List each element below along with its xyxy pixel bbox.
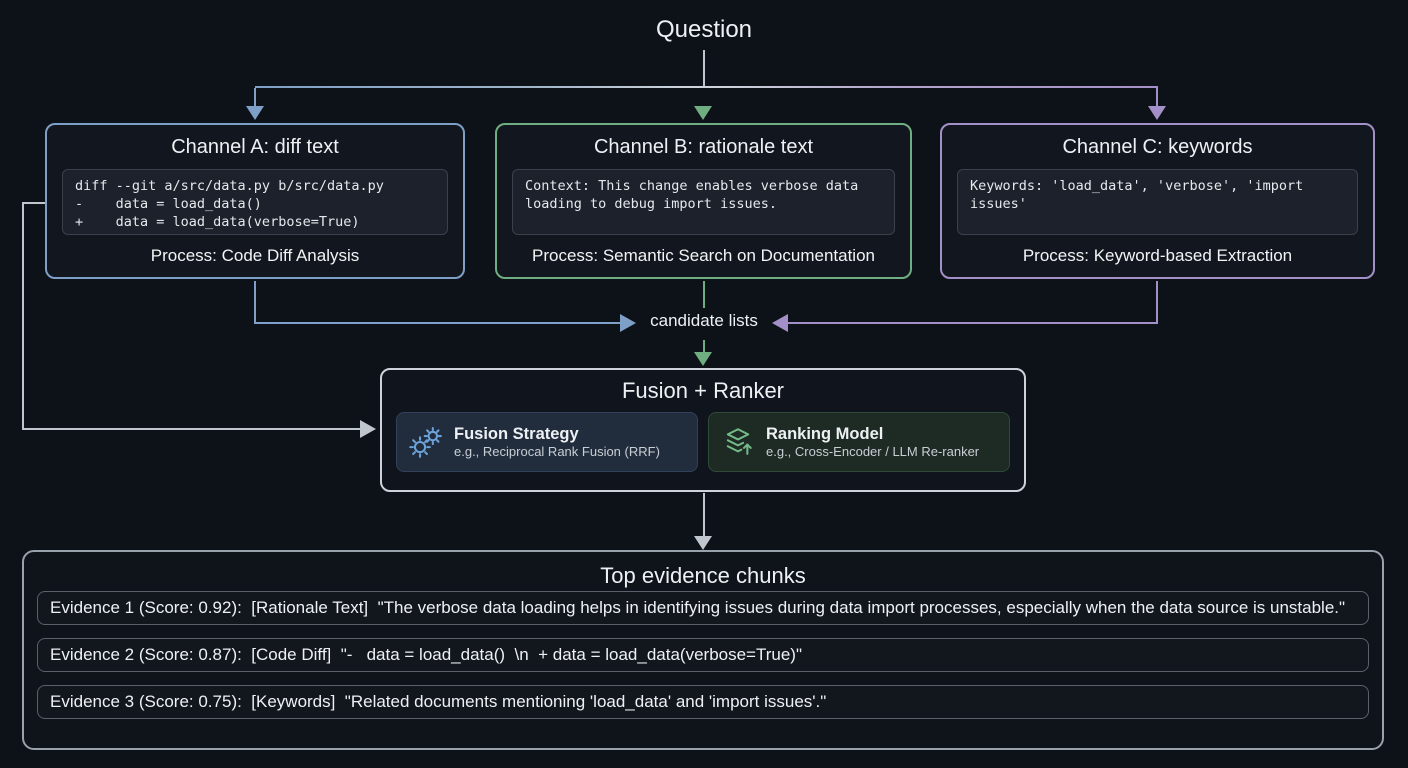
ranking-model-subtitle: e.g., Cross-Encoder / LLM Re-ranker (766, 444, 980, 460)
question-stem-line (703, 50, 705, 88)
channel-c-title: Channel C: keywords (1062, 136, 1253, 158)
evidence-box: Top evidence chunks Evidence 1 (Score: 0… (22, 550, 1384, 750)
branch-line (255, 86, 1158, 88)
arrow-right-fusion-icon (360, 420, 376, 438)
channel-a-out-line (254, 281, 256, 323)
channel-c-out-line (1156, 281, 1158, 323)
evidence-row-2: Evidence 2 (Score: 0.87): [Code Diff] "-… (37, 638, 1369, 672)
channel-b-title: Channel B: rationale text (593, 136, 814, 158)
channel-b-process: Process: Semantic Search on Documentatio… (531, 246, 875, 265)
evidence-title: Top evidence chunks (600, 563, 806, 588)
fusion-to-evidence-line (703, 493, 705, 536)
arrow-down-fusion-icon (694, 352, 712, 366)
bypass-line-vertical (22, 202, 24, 429)
branch-left-line (254, 88, 256, 106)
fusion-ranker-title: Fusion + Ranker (621, 378, 785, 403)
channel-c-box: Channel C: keywords Keywords: 'load_data… (940, 123, 1375, 279)
candidate-lists-label: candidate lists (650, 311, 758, 330)
bypass-line-bottom (22, 428, 360, 430)
channel-b-box: Channel B: rationale text Context: This … (495, 123, 912, 279)
channel-b-code: Context: This change enables verbose dat… (512, 169, 895, 235)
channel-c-out-line-h (788, 322, 1158, 324)
fusion-ranker-box: Fusion + Ranker (380, 368, 1026, 492)
arrow-down-channel-c-icon (1148, 106, 1166, 120)
arrow-down-evidence-icon (694, 536, 712, 550)
evidence-row-1: Evidence 1 (Score: 0.92): [Rationale Tex… (37, 591, 1369, 625)
channel-a-code: diff --git a/src/data.py b/src/data.py -… (62, 169, 448, 235)
arrow-down-channel-b-icon (694, 106, 712, 120)
ranking-model-title: Ranking Model (766, 424, 884, 443)
fusion-strategy-subtitle: e.g., Reciprocal Rank Fusion (RRF) (454, 444, 660, 460)
channel-a-process: Process: Code Diff Analysis (150, 246, 360, 265)
fusion-strategy-title: Fusion Strategy (454, 424, 579, 443)
channel-a-out-line-h (254, 322, 620, 324)
channel-a-title: Channel A: diff text (171, 136, 339, 158)
channel-c-code: Keywords: 'load_data', 'verbose', 'impor… (957, 169, 1358, 235)
channel-b-out-line (703, 281, 705, 308)
candidates-to-fusion-line (703, 340, 705, 354)
gears-icon (409, 425, 443, 459)
evidence-row-3: Evidence 3 (Score: 0.75): [Keywords] "Re… (37, 685, 1369, 719)
arrow-right-candidates-icon (620, 314, 636, 332)
question-label: Question (655, 16, 753, 43)
arrow-down-channel-a-icon (246, 106, 264, 120)
channel-c-process: Process: Keyword-based Extraction (1022, 246, 1293, 265)
branch-right-line (1156, 88, 1158, 106)
arrow-left-candidates-icon (772, 314, 788, 332)
channel-a-box: Channel A: diff text diff --git a/src/da… (45, 123, 465, 279)
fusion-strategy-card: Fusion Strategy e.g., Reciprocal Rank Fu… (396, 412, 698, 472)
layers-rank-icon (721, 425, 755, 459)
ranking-model-card: Ranking Model e.g., Cross-Encoder / LLM … (708, 412, 1010, 472)
bypass-line-top (22, 202, 45, 204)
